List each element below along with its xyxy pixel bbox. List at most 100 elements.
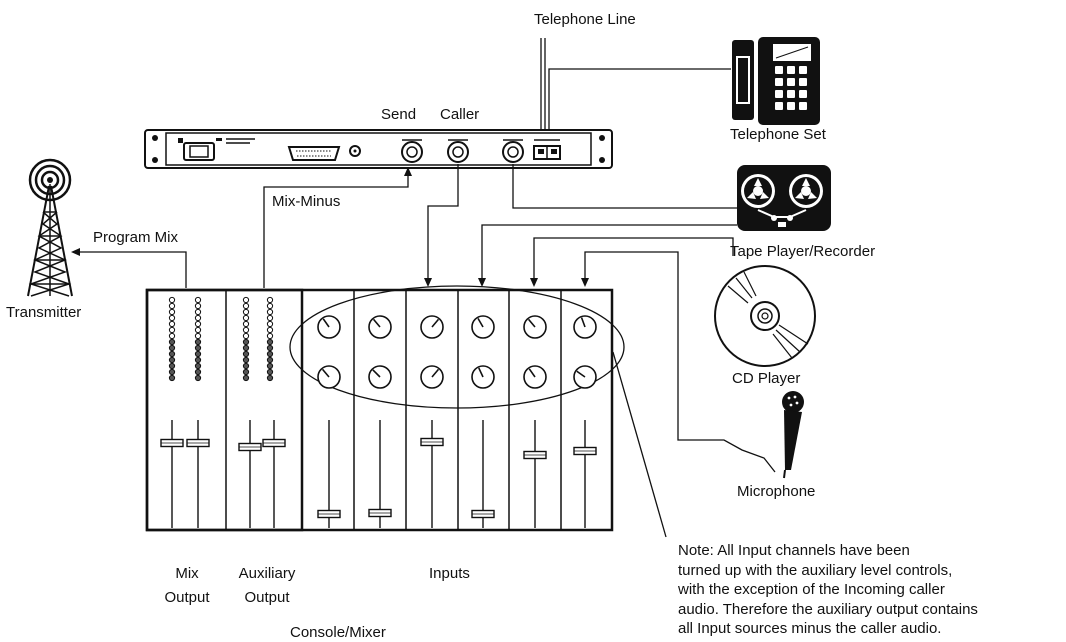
meter-led <box>242 344 250 352</box>
fader <box>471 420 495 528</box>
meter-led <box>242 314 250 322</box>
meter-led <box>242 320 250 328</box>
rack-unit <box>144 129 613 169</box>
tape-in-wire <box>478 224 737 287</box>
keypad-key <box>787 102 795 110</box>
mix-minus-wire <box>263 167 412 288</box>
meter-led <box>266 368 274 376</box>
knob <box>523 365 547 389</box>
fader <box>160 420 184 528</box>
microphone-label: Microphone <box>737 483 816 500</box>
meter-led <box>266 344 274 352</box>
meter-led <box>266 326 274 334</box>
aux-output-label-line2: Output <box>244 589 290 606</box>
keypad-key <box>775 90 783 98</box>
note-leader <box>612 351 667 538</box>
meter-led <box>168 326 176 334</box>
keypad-key <box>787 90 795 98</box>
keypad-key <box>775 78 783 86</box>
meter-led <box>194 350 202 358</box>
knob <box>420 365 444 389</box>
meter-led <box>242 332 250 340</box>
meter-led <box>242 356 250 364</box>
meter-led <box>194 296 202 304</box>
meter-led <box>194 368 202 376</box>
meter-led <box>194 326 202 334</box>
input-knobs <box>317 315 597 389</box>
cd-player-label: CD Player <box>732 370 801 387</box>
meter-led <box>168 320 176 328</box>
note-line: with the exception of the Incoming calle… <box>678 581 945 598</box>
meter-led <box>242 350 250 358</box>
meter-led <box>266 332 274 340</box>
meter-led <box>168 356 176 364</box>
aux-output-label-line1: Auxiliary <box>238 565 296 582</box>
cd-wire <box>530 237 734 287</box>
fader <box>317 420 341 528</box>
telephone-line-label: Telephone Line <box>534 11 636 28</box>
meter-led <box>194 374 202 382</box>
fader <box>186 420 210 528</box>
tape-reel-icon <box>737 165 831 231</box>
meter-led <box>242 374 250 382</box>
console-mixer <box>145 285 625 532</box>
input-ellipse <box>289 285 625 409</box>
meter-led <box>266 356 274 364</box>
meter-led <box>242 338 250 346</box>
inputs-label: Inputs <box>429 565 470 582</box>
meter-led <box>168 308 176 316</box>
meter-led <box>168 302 176 310</box>
program-mix-label: Program Mix <box>93 229 179 246</box>
meter-led <box>194 308 202 316</box>
telephone-set-label: Telephone Set <box>730 126 826 143</box>
microphone-icon <box>782 391 804 479</box>
meter-led <box>194 362 202 370</box>
meter-led <box>266 308 274 316</box>
transmitter-label: Transmitter <box>6 304 82 321</box>
meter-led <box>168 368 176 376</box>
knob <box>471 365 495 389</box>
keypad-key <box>799 66 807 74</box>
level-meters <box>168 296 274 382</box>
tape-player-label: Tape Player/Recorder <box>730 243 876 260</box>
meter-led <box>168 314 176 322</box>
keypad-key <box>799 102 807 110</box>
knob <box>573 315 597 339</box>
meter-led <box>168 296 176 304</box>
knob <box>317 315 341 339</box>
meter-led <box>266 296 274 304</box>
meter-led <box>168 338 176 346</box>
cd-disc-icon <box>714 265 816 367</box>
fader <box>420 420 444 528</box>
note-line: all Input sources minus the caller audio… <box>678 620 942 637</box>
fader <box>573 420 597 528</box>
meter-led <box>266 320 274 328</box>
meter-led <box>194 344 202 352</box>
fader <box>238 420 262 528</box>
transmitter-tower-icon <box>27 158 73 297</box>
fader <box>368 420 392 528</box>
send-label: Send <box>381 106 417 123</box>
meter-led <box>266 362 274 370</box>
note-line: audio. Therefore the auxiliary output co… <box>678 600 978 618</box>
keypad-key <box>787 78 795 86</box>
meter-led <box>266 314 274 322</box>
keypad-key <box>775 102 783 110</box>
telephone-set-wire <box>548 68 731 130</box>
knob <box>573 365 597 389</box>
mic-wire <box>581 251 776 473</box>
meter-led <box>242 362 250 370</box>
meter-led <box>168 374 176 382</box>
fader <box>523 420 547 528</box>
knob <box>368 315 392 339</box>
console-mixer-label: Console/Mixer <box>290 624 386 641</box>
keypad-key <box>799 78 807 86</box>
meter-led <box>194 314 202 322</box>
meter-led <box>242 308 250 316</box>
meter-led <box>242 302 250 310</box>
wires <box>71 38 776 538</box>
keypad-key <box>799 90 807 98</box>
meter-led <box>194 302 202 310</box>
knob <box>523 315 547 339</box>
